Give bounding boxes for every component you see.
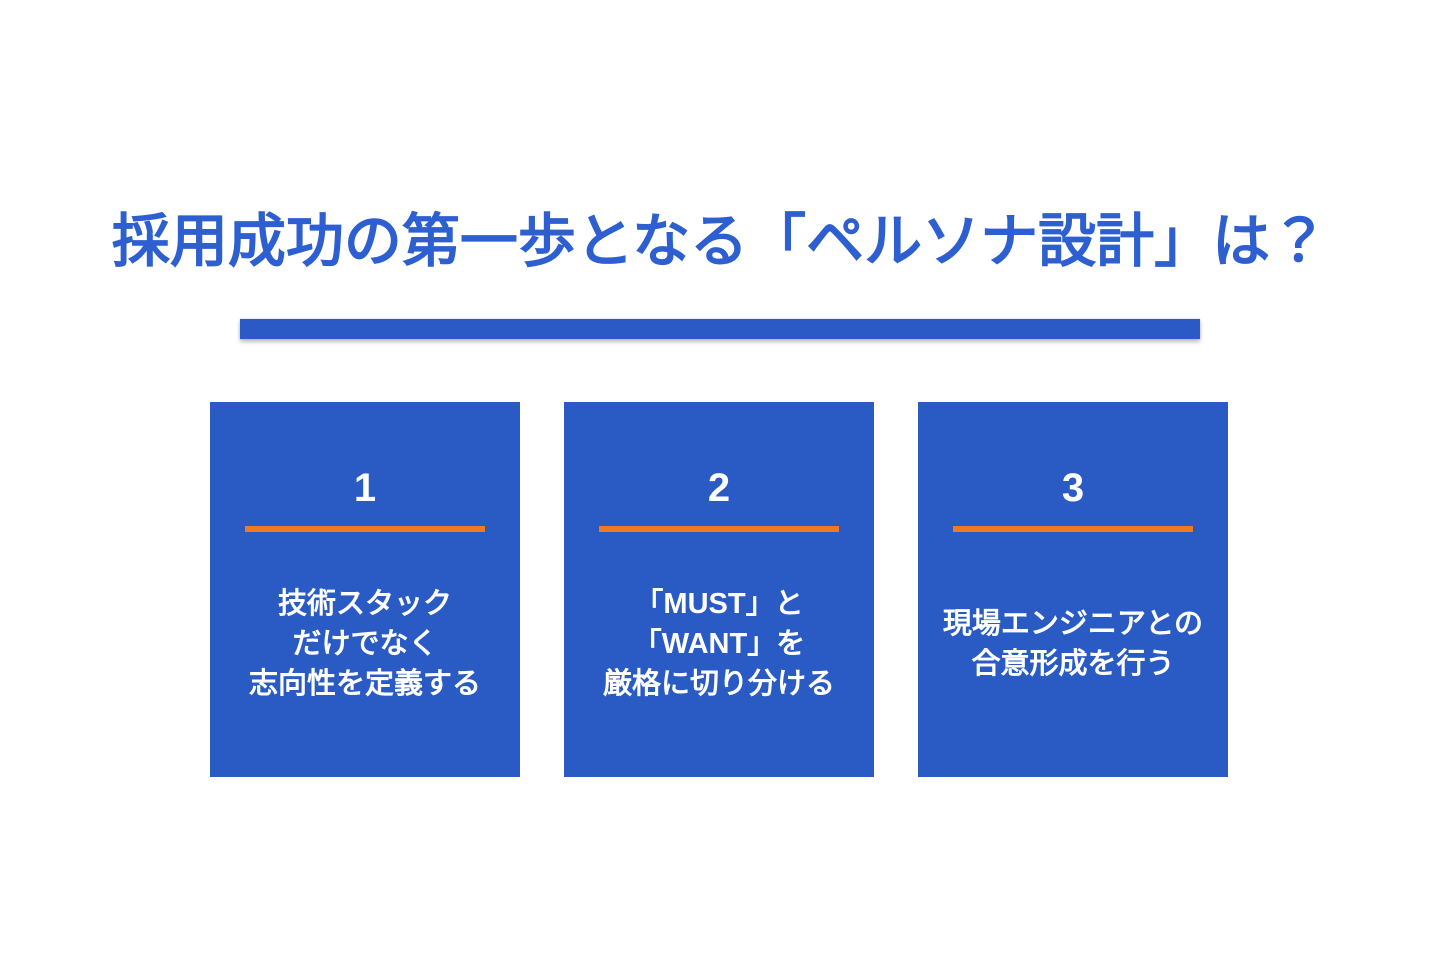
step-description: 「MUST」と 「WANT」を 厳格に切り分ける [602, 588, 835, 700]
title-underline-bar [240, 319, 1200, 339]
step-accent-rule [599, 526, 839, 532]
step-number: 1 [353, 466, 377, 510]
step-number: 3 [1061, 466, 1085, 510]
step-body: 「MUST」と 「WANT」を 厳格に切り分ける [564, 532, 874, 777]
step-card-2: 2 「MUST」と 「WANT」を 厳格に切り分ける [564, 402, 874, 777]
slide-title: 採用成功の第一歩となる「ペルソナ設計」は？ [111, 209, 1329, 274]
step-description: 現場エンジニアとの 合意形成を行う [942, 608, 1204, 680]
step-accent-rule [953, 526, 1193, 532]
step-body: 技術スタック だけでなく 志向性を定義する [210, 532, 520, 777]
step-card-1: 1 技術スタック だけでなく 志向性を定義する [210, 402, 520, 777]
step-accent-rule [245, 526, 485, 532]
step-body: 現場エンジニアとの 合意形成を行う [918, 532, 1228, 777]
step-number: 2 [707, 466, 731, 510]
steps-row: 1 技術スタック だけでなく 志向性を定義する 2 「MUST」と 「WANT」… [210, 402, 1228, 777]
step-description: 技術スタック だけでなく 志向性を定義する [248, 588, 481, 700]
step-card-3: 3 現場エンジニアとの 合意形成を行う [918, 402, 1228, 777]
